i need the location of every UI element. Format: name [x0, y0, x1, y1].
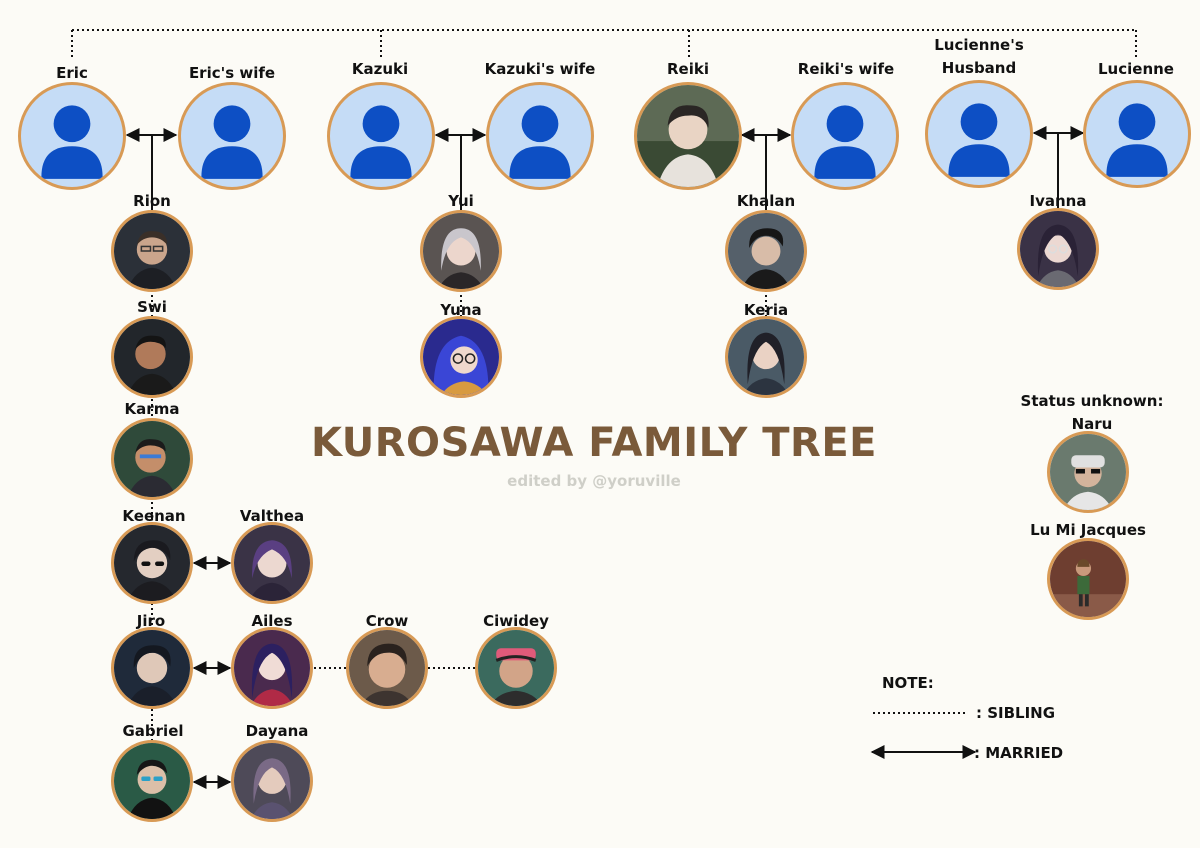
portrait-icon	[231, 627, 313, 709]
member-name: Eric's wife	[188, 64, 276, 82]
default-avatar-icon	[486, 82, 594, 190]
portrait-icon	[111, 316, 193, 398]
portrait-icon	[111, 740, 193, 822]
member-name: Lucienne's Husband	[934, 36, 1024, 77]
portrait-icon	[634, 82, 742, 190]
member-name: Gabriel	[122, 722, 184, 740]
member-name: Ciwidey	[483, 612, 549, 630]
member-name: Lu Mi Jacques	[1030, 521, 1146, 539]
default-avatar-icon	[1083, 80, 1191, 188]
member-name: Reiki's wife	[797, 60, 895, 78]
member-name: Eric	[56, 64, 88, 82]
portrait-icon	[1047, 538, 1129, 620]
member-name: Kazuki	[351, 60, 409, 78]
legend-heading: NOTE:	[882, 674, 934, 692]
member-name: Keenan	[122, 507, 186, 525]
member-name: Yui	[448, 192, 474, 210]
member-name: Reiki	[667, 60, 709, 78]
sibling-lines	[71, 29, 1137, 740]
portrait-icon	[420, 210, 502, 292]
portrait-icon	[725, 210, 807, 292]
portrait-icon	[346, 627, 428, 709]
member-name: Swi	[137, 298, 167, 316]
portrait-icon	[231, 522, 313, 604]
portrait-icon	[111, 210, 193, 292]
member-name: Dayana	[245, 722, 309, 740]
member-name: Kazuki's wife	[484, 60, 596, 78]
portrait-icon	[231, 740, 313, 822]
portrait-icon	[725, 316, 807, 398]
portrait-icon	[1017, 208, 1099, 290]
legend-married-label: : MARRIED	[974, 744, 1064, 762]
default-avatar-icon	[791, 82, 899, 190]
portrait-icon	[111, 522, 193, 604]
portrait-icon	[475, 627, 557, 709]
member-name: Jiro	[136, 612, 166, 630]
member-name: Ivanna	[1029, 192, 1087, 210]
member-name: Crow	[365, 612, 409, 630]
member-name: Ailes	[251, 612, 293, 630]
page-title: KUROSAWA FAMILY TREE	[310, 420, 877, 466]
portrait-icon	[111, 627, 193, 709]
legend-sibling-label: : SIBLING	[976, 704, 1056, 722]
member-name: Valthea	[239, 507, 305, 525]
member-name: Khalan	[736, 192, 796, 210]
default-avatar-icon	[925, 80, 1033, 188]
default-avatar-icon	[18, 82, 126, 190]
descent-lines	[151, 133, 1059, 210]
member-name: Yuna	[440, 301, 482, 319]
default-avatar-icon	[327, 82, 435, 190]
portrait-icon	[111, 418, 193, 500]
member-name: Rion	[133, 192, 171, 210]
member-name: Keria	[743, 301, 789, 319]
member-name: Karma	[124, 400, 180, 418]
member-name: Status unknown: Naru	[1020, 392, 1164, 433]
portrait-icon	[420, 316, 502, 398]
credit-text: edited by @yoruville	[507, 472, 681, 490]
portrait-icon	[1047, 431, 1129, 513]
member-name: Lucienne	[1098, 60, 1174, 78]
default-avatar-icon	[178, 82, 286, 190]
